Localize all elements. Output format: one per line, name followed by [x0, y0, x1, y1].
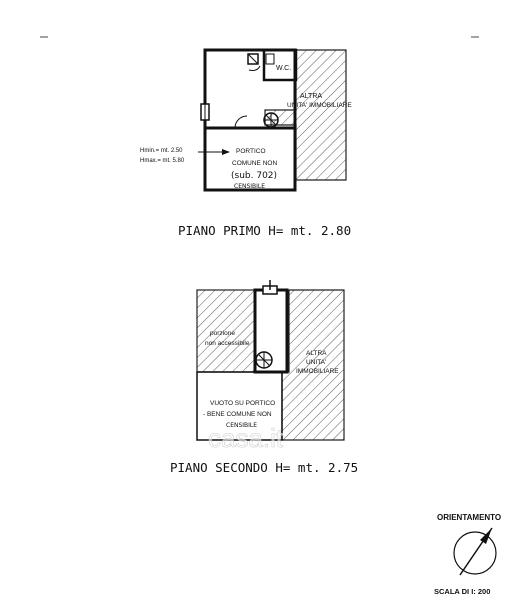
- floor1-portico-label: PORTICO: [236, 148, 266, 155]
- watermark: casa.it: [208, 423, 284, 453]
- floor1-wc: [262, 48, 298, 82]
- north-arrow-icon: [453, 527, 497, 576]
- scala-label: SCALA DI I: 200: [434, 587, 490, 596]
- floor2-altra-label: ALTRA: [306, 350, 327, 357]
- orientamento-label: ORIENTAMENTO: [437, 513, 501, 522]
- floor1-portico: [203, 126, 297, 192]
- floor2-plan: porzione non accessibile ALTRA UNITA' IM…: [196, 280, 345, 441]
- floor2-censibile-label: CENSIBILE: [226, 422, 257, 429]
- floor2-vuoto-label: VUOTO SU PORTICO: [210, 400, 275, 407]
- floor1-hmin-label: Hmin.= mt. 2.50: [140, 148, 183, 154]
- floor2-vuoto-portico: [196, 371, 283, 441]
- floor1-sub-label: (sub. 702): [231, 171, 277, 181]
- floor2-non-accessibile-label: non accessibile: [205, 340, 250, 347]
- floor1-comune-label: COMUNE NON: [232, 160, 277, 167]
- floor2-immobiliare-label: IMMOBILIARE: [296, 368, 339, 375]
- floor2-unita-label: UNITA': [306, 359, 326, 366]
- floor1-altra-label: ALTRA: [300, 93, 322, 100]
- floor1-title: PIANO PRIMO H= mt. 2.80: [178, 223, 351, 238]
- floor1-unita-label: UNITA' IMMOBILIARE: [287, 102, 352, 109]
- floor2-porzione-label: porzione: [210, 330, 235, 337]
- floor2-bene-label: - BENE COMUNE NON: [203, 411, 272, 418]
- floor2-title: PIANO SECONDO H= mt. 2.75: [170, 460, 358, 475]
- floor1-plan: W.C. ALTRA UNITA' IMMOBILIARE Hmin.= mt.…: [140, 48, 352, 192]
- floor1-censibile-label: CENSIBILE: [234, 183, 265, 190]
- floor1-hmax-label: Hmax.= mt. 5.80: [140, 158, 185, 164]
- floor1-wc-label: W.C.: [276, 65, 291, 72]
